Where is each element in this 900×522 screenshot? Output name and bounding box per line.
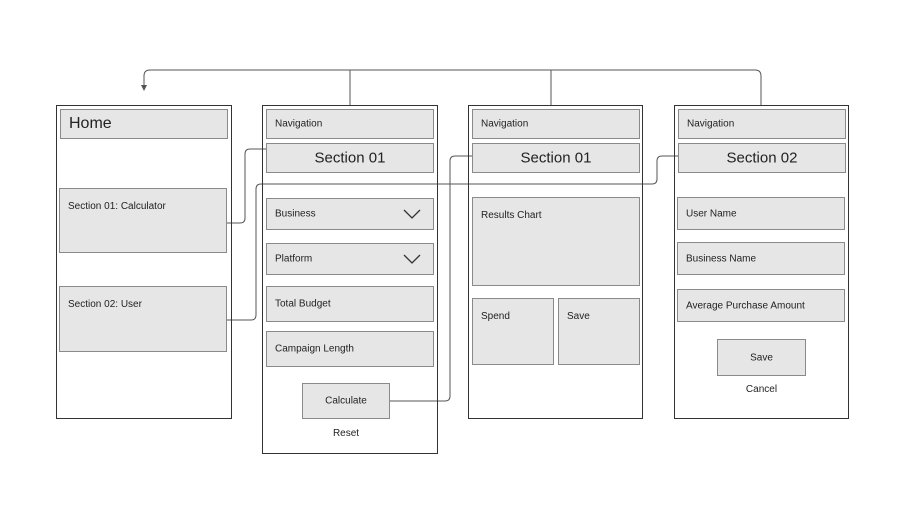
business-name-field[interactable]: Business Name <box>677 242 845 275</box>
calculate-button[interactable]: Calculate <box>302 383 390 419</box>
calculator-navigation[interactable]: Navigation <box>266 109 434 139</box>
business-dropdown[interactable]: Business <box>266 198 434 230</box>
home-title: Home <box>69 115 112 132</box>
results-navigation[interactable]: Navigation <box>472 109 640 139</box>
total-budget-field[interactable]: Total Budget <box>266 286 434 322</box>
results-chart-area: Results Chart <box>472 197 640 286</box>
save-panel-label: Save <box>567 311 590 322</box>
results-screen: Navigation Section 01 Results Chart Spen… <box>468 105 643 419</box>
calculator-section-title-label: Section 01 <box>314 149 386 167</box>
spend-label: Spend <box>481 311 510 322</box>
chevron-down-icon <box>403 209 421 219</box>
save-panel: Save <box>558 298 640 365</box>
platform-dropdown-label: Platform <box>275 253 313 265</box>
calculate-button-label: Calculate <box>325 395 367 407</box>
results-navigation-label: Navigation <box>481 118 529 130</box>
home-item-user[interactable]: Section 02: User <box>59 286 227 352</box>
user-navigation[interactable]: Navigation <box>678 109 846 139</box>
average-purchase-label: Average Purchase Amount <box>686 300 805 311</box>
home-header: Home <box>60 109 228 139</box>
user-save-button[interactable]: Save <box>717 339 806 376</box>
reset-link[interactable]: Reset <box>332 428 360 439</box>
calculator-navigation-label: Navigation <box>275 118 323 130</box>
home-item-calculator[interactable]: Section 01: Calculator <box>59 188 227 253</box>
spend-panel: Spend <box>472 298 554 365</box>
user-section-title-label: Section 02 <box>726 149 798 167</box>
campaign-length-field[interactable]: Campaign Length <box>266 331 434 367</box>
calculator-section-title: Section 01 <box>266 143 434 173</box>
platform-dropdown[interactable]: Platform <box>266 243 434 275</box>
user-navigation-label: Navigation <box>687 118 735 130</box>
home-item-user-label: Section 02: User <box>68 299 142 310</box>
average-purchase-field[interactable]: Average Purchase Amount <box>677 289 845 322</box>
home-item-calculator-label: Section 01: Calculator <box>68 201 166 212</box>
business-name-label: Business Name <box>686 253 757 264</box>
user-save-button-label: Save <box>750 352 773 363</box>
campaign-length-label: Campaign Length <box>275 343 354 355</box>
home-screen: Home Section 01: Calculator Section 02: … <box>56 105 232 419</box>
results-chart-label: Results Chart <box>481 210 542 221</box>
total-budget-label: Total Budget <box>275 298 331 310</box>
user-name-field[interactable]: User Name <box>677 197 845 230</box>
calculator-screen: Navigation Section 01 Business Platform … <box>262 105 438 454</box>
chevron-down-icon <box>403 254 421 264</box>
user-screen: Navigation Section 02 User Name Business… <box>674 105 849 419</box>
back-to-home-connector <box>141 69 762 105</box>
calculator-item-connector <box>226 148 266 224</box>
cancel-link[interactable]: Cancel <box>745 384 778 395</box>
results-section-title-label: Section 01 <box>520 149 592 167</box>
results-section-title: Section 01 <box>472 143 640 173</box>
business-dropdown-label: Business <box>275 208 316 220</box>
user-name-label: User Name <box>686 208 737 219</box>
user-section-title: Section 02 <box>678 143 846 173</box>
